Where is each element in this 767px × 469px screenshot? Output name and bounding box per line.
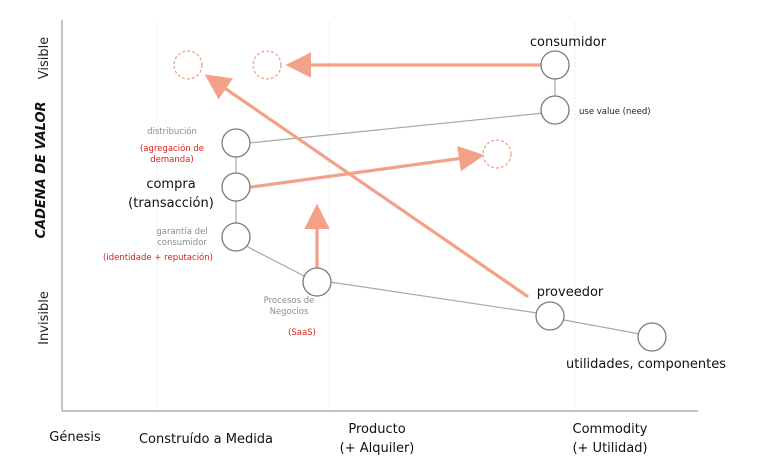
label-garantia-note: (identidade + reputación) <box>103 252 213 263</box>
arrow-compra-right <box>249 145 485 189</box>
stage-commodity-line: Commodity <box>573 422 648 437</box>
label-proveedor: proveedor <box>537 285 604 300</box>
label-distribucion-note-line: demanda) <box>150 155 193 165</box>
ghost-nodes <box>173 50 512 169</box>
stage-commodity-line: (+ Utilidad) <box>572 441 647 456</box>
label-compra-line: (transacción) <box>128 196 214 211</box>
label-consumidor: consumidor <box>530 35 607 50</box>
stage-genesis-line: Génesis <box>49 430 101 445</box>
label-use-value: use value (need) <box>579 107 651 117</box>
label-procesos-note: (SaaS) <box>288 328 316 338</box>
ghost-node-1 <box>173 50 203 80</box>
ghost-node-2 <box>252 50 282 80</box>
label-distribucion-note-line: (agregación de <box>140 143 204 154</box>
ghost-node-3 <box>482 139 512 169</box>
link-garantia-procesos <box>245 245 305 277</box>
node-distribucion <box>221 128 251 158</box>
stage-commodity: Commodity (+ Utilidad) <box>572 422 647 456</box>
node-utilidades <box>637 322 667 352</box>
link-usevalue-distribucion <box>248 112 545 144</box>
component-nodes <box>221 50 667 352</box>
y-axis-top-label: Visible <box>37 37 52 79</box>
link-proveedor-utilidades <box>563 319 641 335</box>
label-distribucion: distribución <box>147 126 197 137</box>
label-compra-line: compra <box>146 177 195 192</box>
node-use-value <box>540 95 570 125</box>
stage-custom: Construído a Medida <box>139 432 273 447</box>
stage-custom-line: Construído a Medida <box>139 432 273 447</box>
node-compra <box>221 172 251 202</box>
label-garantia-line: garantía del <box>156 227 207 237</box>
x-stage-labels: Génesis Construído a Medida Producto (+ A… <box>49 422 648 456</box>
arrow-proveedor-to-top <box>204 74 529 298</box>
stage-genesis: Génesis <box>49 430 101 445</box>
node-proveedor <box>535 301 565 331</box>
label-compra: compra (transacción) <box>128 177 214 211</box>
y-axis-title: CADENA DE VALOR <box>34 101 49 238</box>
label-garantia-line: consumidor <box>157 238 207 248</box>
stage-product-line: (+ Alquiler) <box>340 441 415 456</box>
node-garantia <box>221 222 251 252</box>
link-procesos-proveedor <box>329 281 538 314</box>
stage-product: Producto (+ Alquiler) <box>340 422 415 456</box>
evolution-arrows <box>204 52 543 298</box>
label-procesos-line: Negocios <box>270 307 309 317</box>
y-axis-bottom-label: Invisible <box>37 291 52 345</box>
stage-product-line: Producto <box>348 422 405 437</box>
node-procesos <box>302 267 332 297</box>
node-consumidor <box>540 50 570 80</box>
label-utilidades: utilidades, componentes <box>566 357 726 372</box>
label-procesos-line: Procesos de <box>264 296 315 306</box>
